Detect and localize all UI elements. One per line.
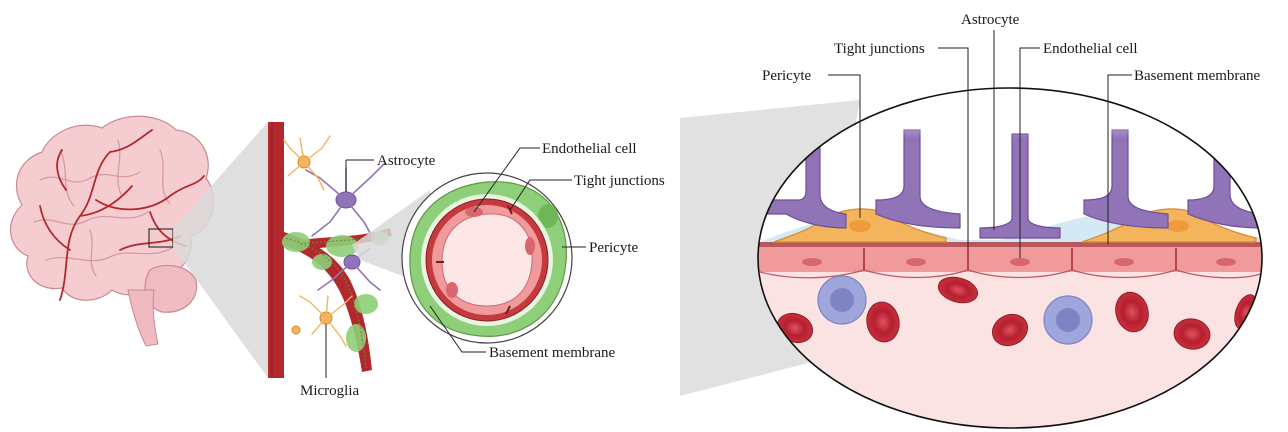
label-tight-junctions: Tight junctions xyxy=(574,173,665,189)
main-vessel xyxy=(268,122,284,378)
label-astrocyte-vessel: Astrocyte xyxy=(377,153,436,169)
label-pericyte: Pericyte xyxy=(589,240,638,256)
label-basement-membrane: Basement membrane xyxy=(489,345,616,361)
brain-stem xyxy=(128,290,158,346)
magnified-panel: Pericyte Tight junctions Astrocyte Endot… xyxy=(758,12,1268,432)
label-endothelial-cell: Endothelial cell xyxy=(542,141,637,157)
mag-label-pericyte: Pericyte xyxy=(762,68,811,84)
basement-membrane-band xyxy=(758,242,1268,247)
mag-label-basement-membrane: Basement membrane xyxy=(1134,68,1261,84)
cross-section-panel: Endothelial cell Tight junctions Pericyt… xyxy=(402,141,665,361)
mag-label-astrocyte: Astrocyte xyxy=(961,12,1020,28)
label-microglia: Microglia xyxy=(300,383,359,399)
mag-label-tight-junctions: Tight junctions xyxy=(834,41,925,57)
mag-label-endothelial-cell: Endothelial cell xyxy=(1043,41,1138,57)
